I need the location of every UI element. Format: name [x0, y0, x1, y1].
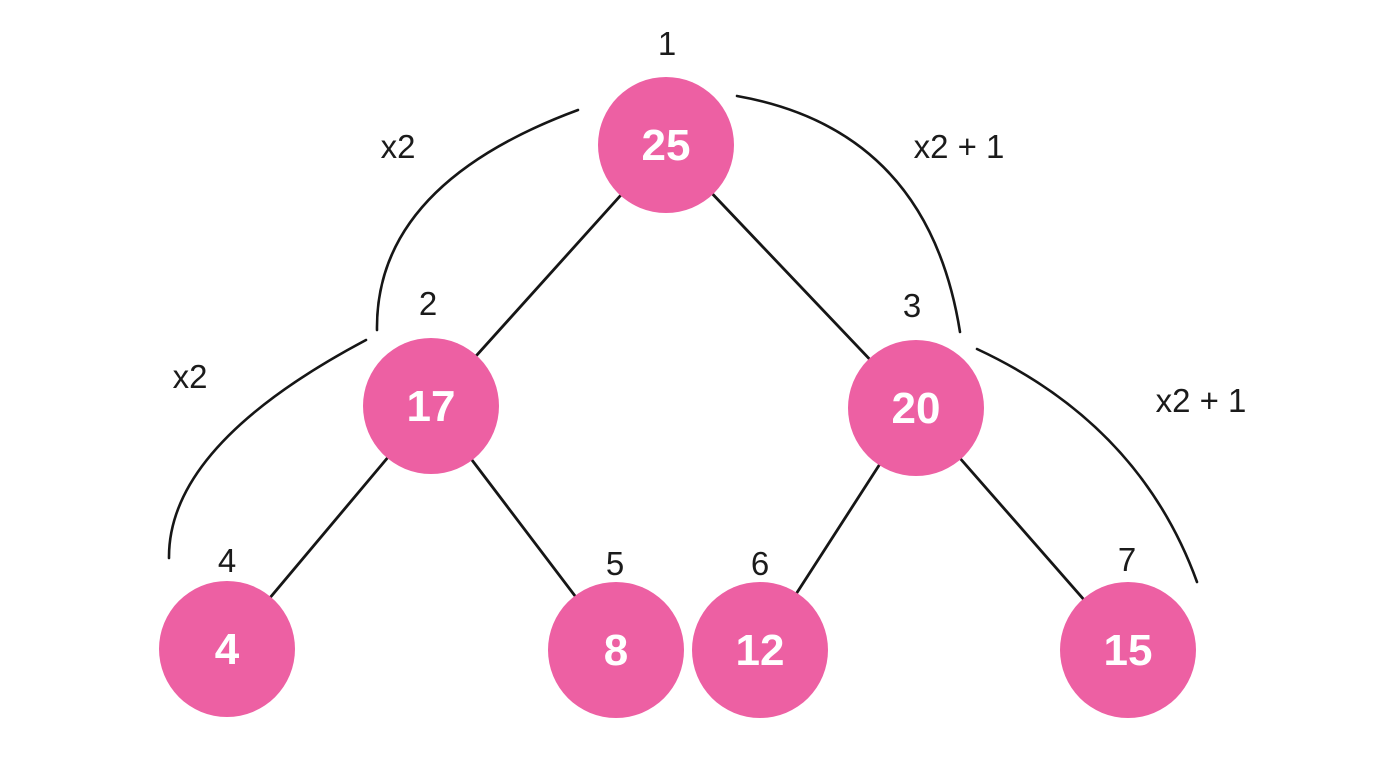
tree-node-6: 12 — [692, 582, 828, 718]
arc-x2plus1-right-subtree — [975, 347, 1199, 584]
node-circle-2 — [363, 338, 499, 474]
index-label-7: 7 — [1118, 541, 1136, 578]
arc-x2-root-left — [375, 108, 580, 332]
node-value-7: 15 — [1104, 626, 1153, 675]
tree-node-1: 25 — [598, 77, 734, 213]
node-value-2: 17 — [407, 382, 456, 431]
tree-node-7: 15 — [1060, 582, 1196, 718]
arc-labels: x2 x2 + 1 x2 x2 + 1 — [173, 128, 1247, 419]
arc-label-x2plus1-bottom-right: x2 + 1 — [1156, 382, 1247, 419]
node-value-3: 20 — [892, 384, 941, 433]
tree-node-2: 17 — [363, 338, 499, 474]
node-circle-7 — [1060, 582, 1196, 718]
node-value-1: 25 — [642, 121, 691, 170]
arc-label-x2-top-left: x2 — [381, 128, 416, 165]
arc-x2plus1-root-right — [735, 94, 962, 334]
node-value-4: 4 — [215, 625, 240, 674]
node-value-6: 12 — [736, 626, 785, 675]
node-value-5: 8 — [604, 626, 628, 675]
index-label-1: 1 — [658, 25, 676, 62]
arc-label-x2plus1-top-right: x2 + 1 — [914, 128, 1005, 165]
arc-label-x2-mid-left: x2 — [173, 358, 208, 395]
index-label-5: 5 — [606, 545, 624, 582]
node-circle-3 — [848, 340, 984, 476]
tree-edges — [225, 143, 1130, 652]
node-index-labels: 1 2 3 4 5 6 7 — [218, 25, 1136, 582]
tree-node-3: 20 — [848, 340, 984, 476]
arc-x2-left-subtree — [167, 338, 368, 560]
tree-node-5: 8 — [548, 582, 684, 718]
index-relation-arcs — [167, 94, 1199, 584]
index-label-4: 4 — [218, 542, 236, 579]
index-label-2: 2 — [419, 285, 437, 322]
index-label-6: 6 — [751, 545, 769, 582]
tree-node-4: 4 — [159, 581, 295, 717]
index-label-3: 3 — [903, 287, 921, 324]
node-circle-1 — [598, 77, 734, 213]
node-circle-6 — [692, 582, 828, 718]
node-circle-5 — [548, 582, 684, 718]
node-circle-4 — [159, 581, 295, 717]
